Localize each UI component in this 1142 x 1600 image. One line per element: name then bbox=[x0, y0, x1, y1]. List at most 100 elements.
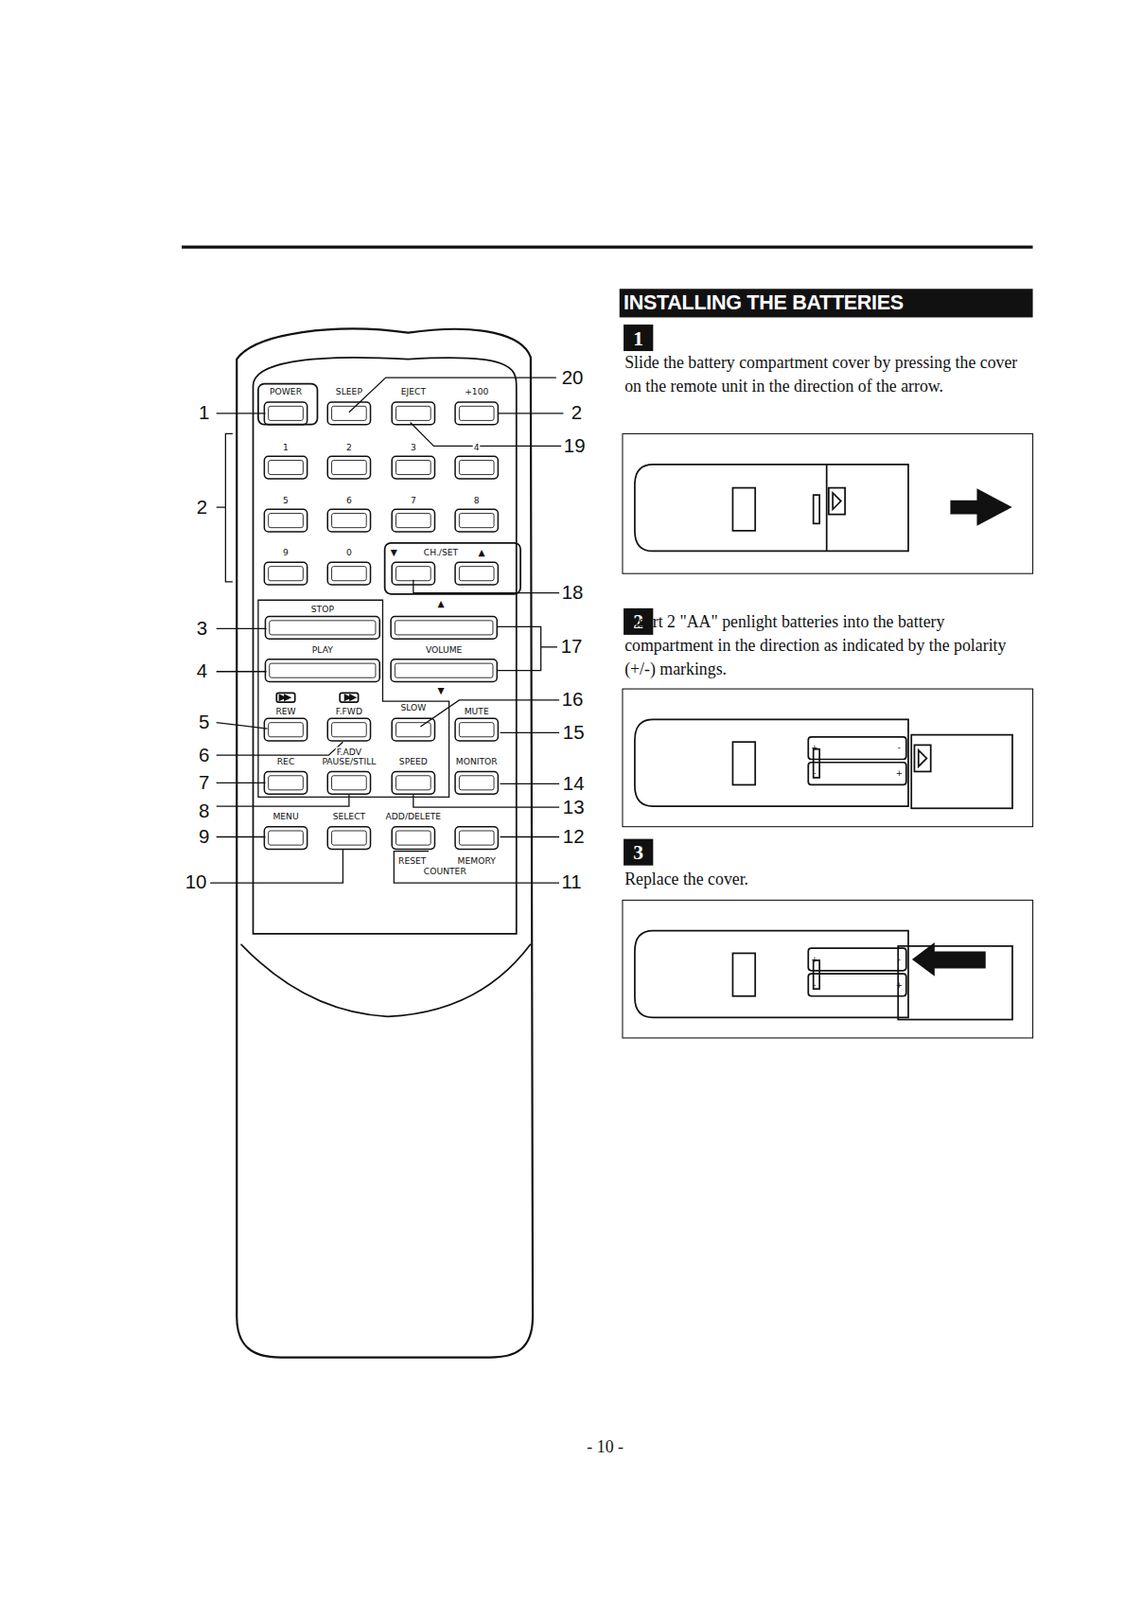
remote-button bbox=[391, 509, 435, 532]
polarity-mark: - bbox=[812, 769, 816, 779]
callout-number: 5 bbox=[196, 711, 212, 735]
button-face bbox=[458, 459, 494, 475]
step-instruction: Replace the cover. bbox=[624, 867, 1037, 892]
button-face bbox=[332, 459, 368, 475]
button-label: 4 bbox=[473, 441, 481, 453]
callout-number: 8 bbox=[196, 800, 212, 824]
button-label: ▲ bbox=[436, 597, 445, 609]
button-label: ADD/DELETE bbox=[384, 811, 442, 823]
button-label: SELECT bbox=[332, 811, 368, 823]
remote-button bbox=[263, 402, 307, 425]
button-label: SLOW bbox=[399, 702, 427, 713]
callout-number: 7 bbox=[196, 771, 212, 794]
callout-number: 3 bbox=[194, 617, 211, 641]
button-label: ▼ bbox=[436, 685, 445, 697]
button-label: F.FWD bbox=[334, 705, 364, 717]
button-face bbox=[268, 405, 304, 421]
remote-button bbox=[391, 402, 435, 425]
callout-number: 1 bbox=[196, 402, 212, 425]
button-face bbox=[268, 775, 304, 791]
remote-button bbox=[391, 562, 435, 585]
button-face bbox=[394, 620, 493, 635]
step-number: 3 bbox=[632, 840, 644, 864]
remote-button bbox=[391, 771, 435, 794]
callout-number: 4 bbox=[194, 660, 211, 684]
button-face bbox=[458, 566, 494, 581]
remote-button bbox=[455, 771, 498, 794]
callout-number: 13 bbox=[561, 795, 587, 819]
button-label: SPEED bbox=[398, 755, 429, 767]
remote-button bbox=[455, 402, 498, 425]
button-face bbox=[332, 830, 368, 845]
remote-button bbox=[390, 615, 497, 639]
remote-button bbox=[263, 562, 307, 585]
remote-button bbox=[327, 509, 370, 532]
button-label: ▲ bbox=[477, 546, 487, 558]
callout-number: 16 bbox=[560, 688, 586, 712]
button-face bbox=[396, 405, 432, 421]
remote-button bbox=[264, 615, 380, 639]
callout-number: 11 bbox=[559, 871, 584, 895]
remote-button bbox=[263, 771, 307, 794]
button-face bbox=[458, 830, 494, 845]
button-label: +100 bbox=[463, 386, 490, 398]
remote-button bbox=[455, 826, 498, 850]
callout-number: 18 bbox=[560, 581, 586, 605]
button-face bbox=[458, 775, 494, 791]
callout-number: 10 bbox=[183, 871, 210, 895]
step-number: 1 bbox=[632, 326, 644, 351]
button-label: MONITOR bbox=[455, 755, 499, 767]
button-face bbox=[268, 566, 304, 581]
remote-button bbox=[391, 826, 435, 850]
callout-number: 12 bbox=[561, 825, 587, 849]
button-face bbox=[396, 566, 432, 581]
button-label: RESET bbox=[397, 855, 428, 866]
remote-button bbox=[264, 659, 380, 683]
button-face bbox=[268, 513, 304, 528]
button-label: MUTE bbox=[463, 705, 491, 717]
polarity-mark: + bbox=[896, 769, 903, 779]
button-face bbox=[332, 405, 368, 421]
remote-button bbox=[263, 456, 307, 479]
remote-button bbox=[391, 456, 435, 479]
button-face bbox=[332, 513, 368, 528]
button-label: MEMORY bbox=[456, 855, 497, 866]
remote-button bbox=[327, 562, 370, 585]
step-instruction: Insert 2 "AA" penlight batteries into th… bbox=[624, 610, 1037, 681]
polarity-mark: + bbox=[896, 980, 903, 990]
button-label: 3 bbox=[409, 441, 418, 453]
step-instruction: Slide the battery compartment cover by p… bbox=[624, 351, 1037, 399]
button-label: EJECT bbox=[400, 386, 427, 398]
callout-number: 9 bbox=[196, 825, 212, 849]
remote-button bbox=[327, 718, 370, 741]
button-label: 6 bbox=[345, 494, 353, 506]
step-number-box: 1 bbox=[623, 324, 653, 352]
remote-button bbox=[327, 826, 370, 850]
button-label: 2 bbox=[345, 441, 353, 453]
button-face bbox=[269, 620, 376, 635]
remote-button bbox=[455, 509, 498, 532]
button-label: CH./SET bbox=[422, 546, 460, 558]
callout-number: 20 bbox=[560, 366, 586, 389]
button-label: MENU bbox=[271, 811, 299, 823]
button-face bbox=[458, 722, 494, 738]
button-label: VOLUME bbox=[424, 645, 464, 656]
button-face bbox=[268, 459, 304, 475]
remote-button bbox=[327, 456, 370, 479]
button-label: 9 bbox=[281, 546, 290, 558]
button-label: POWER bbox=[268, 386, 303, 398]
button-face bbox=[396, 459, 432, 475]
button-face bbox=[268, 722, 304, 738]
button-label: 1 bbox=[281, 441, 290, 453]
button-face bbox=[458, 405, 494, 421]
remote-button bbox=[263, 826, 307, 850]
button-label: 5 bbox=[281, 494, 290, 506]
remote-button bbox=[390, 659, 497, 683]
button-face bbox=[396, 830, 432, 845]
button-face bbox=[396, 513, 432, 528]
section-band: INSTALLING THE BATTERIES bbox=[619, 288, 1034, 317]
button-face bbox=[396, 722, 432, 738]
callout-number: 14 bbox=[561, 773, 587, 796]
button-face bbox=[332, 566, 368, 581]
page-number: - 10 - bbox=[586, 1435, 624, 1459]
